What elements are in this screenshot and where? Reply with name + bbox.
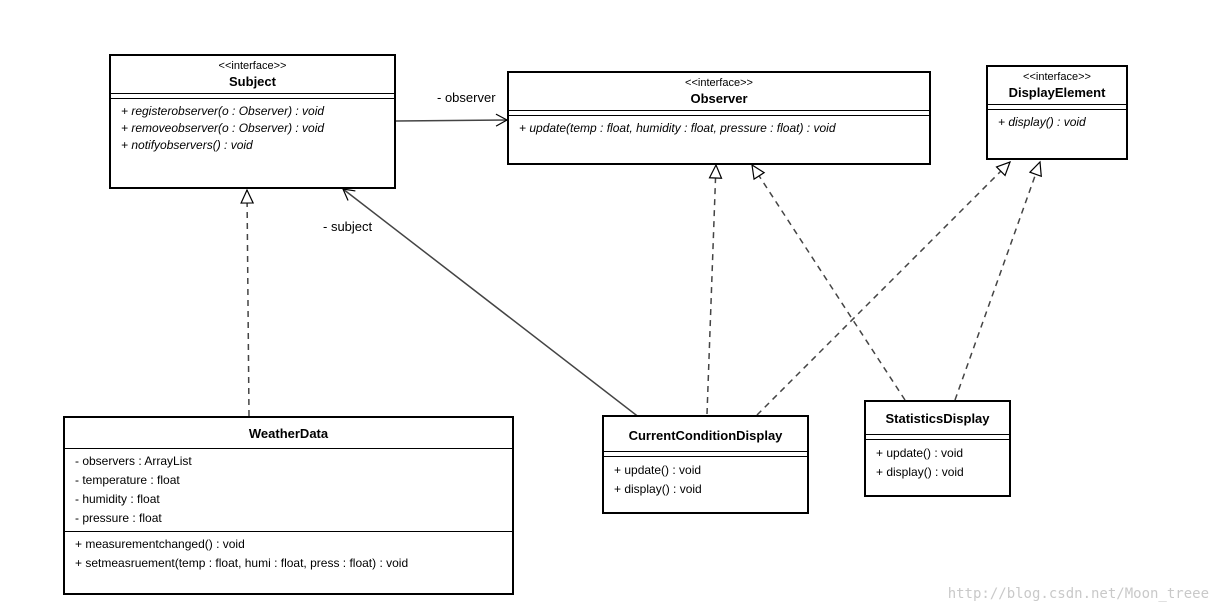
observer-operations: + update(temp : float, humidity : float,… — [509, 116, 929, 141]
displayelement-name: DisplayElement — [1008, 85, 1106, 100]
subject-observer-association — [395, 113, 509, 127]
observer-attributes-compartment — [509, 110, 929, 116]
observer-role-label: - observer — [437, 90, 496, 105]
subject-interface-box[interactable]: <<interface>> Subject + registerobserver… — [109, 54, 396, 189]
watermark-text: http://blog.csdn.net/Moon_treee — [947, 586, 1209, 602]
displayelement-interface-box[interactable]: <<interface>> DisplayElement + display()… — [986, 65, 1128, 160]
subject-operations: + registerobserver(o : Observer) : void … — [111, 99, 394, 158]
subject-stereotype: <<interface>> — [218, 60, 287, 72]
statisticsdisplay-name: StatisticsDisplay — [885, 411, 990, 426]
displayelement-stereotype: <<interface>> — [1023, 71, 1091, 83]
subject-role-label: - subject — [323, 219, 373, 234]
observer-operation: + update(temp : float, humidity : float,… — [519, 121, 836, 135]
weatherdata-attribute: - humidity : float — [75, 492, 160, 506]
statistics-realizes-observer — [751, 163, 906, 401]
weatherdata-attribute: - observers : ArrayList — [75, 454, 192, 468]
weatherdata-operation: + setmeasruement(temp : float, humi : fl… — [75, 556, 409, 570]
currentconditiondisplay-operations: + update() : void + display() : void — [604, 457, 807, 503]
display-subject-association — [342, 188, 641, 419]
displayelement-operation: + display() : void — [998, 115, 1086, 129]
statisticsdisplay-class-box[interactable]: StatisticsDisplay + update() : void + di… — [864, 400, 1011, 497]
subject-name: Subject — [229, 74, 276, 89]
currentconditiondisplay-name: CurrentConditionDisplay — [628, 428, 783, 443]
weatherdata-operations: + measurementchanged() : void + setmeasr… — [65, 532, 512, 577]
observer-interface-box[interactable]: <<interface>> Observer + update(temp : f… — [507, 71, 931, 165]
weatherdata-attribute: - pressure : float — [75, 511, 162, 525]
weatherdata-attributes: - observers : ArrayList - temperature : … — [65, 449, 512, 531]
subject-operation: + removeobserver(o : Observer) : void — [121, 121, 325, 135]
currentconditiondisplay-operation: + display() : void — [614, 482, 702, 496]
statisticsdisplay-operation: + update() : void — [876, 446, 964, 460]
weatherdata-operation: + measurementchanged() : void — [75, 537, 245, 551]
weatherdata-name: WeatherData — [248, 426, 329, 441]
weatherdata-class-box[interactable]: WeatherData - observers : ArrayList - te… — [63, 416, 514, 595]
weatherdata-attribute: - temperature : float — [75, 473, 180, 487]
statisticsdisplay-operation: + display() : void — [876, 465, 964, 479]
subject-operation: + registerobserver(o : Observer) : void — [121, 104, 325, 118]
weatherdata-realizes-subject — [240, 188, 255, 417]
statisticsdisplay-operations: + update() : void + display() : void — [866, 440, 1009, 486]
currentcondition-realizes-displayelement — [756, 160, 1012, 416]
subject-attributes-compartment — [111, 93, 394, 99]
observer-stereotype: <<interface>> — [685, 77, 753, 89]
subject-operation: + notifyobservers() : void — [121, 138, 253, 152]
currentcondition-realizes-observer — [706, 163, 723, 415]
statistics-realizes-displayelement — [954, 160, 1042, 401]
observer-name: Observer — [690, 91, 748, 106]
currentconditiondisplay-operation: + update() : void — [614, 463, 702, 477]
displayelement-attributes-compartment — [988, 104, 1126, 110]
currentconditiondisplay-class-box[interactable]: CurrentConditionDisplay + update() : voi… — [602, 415, 809, 514]
displayelement-operations: + display() : void — [988, 110, 1126, 135]
